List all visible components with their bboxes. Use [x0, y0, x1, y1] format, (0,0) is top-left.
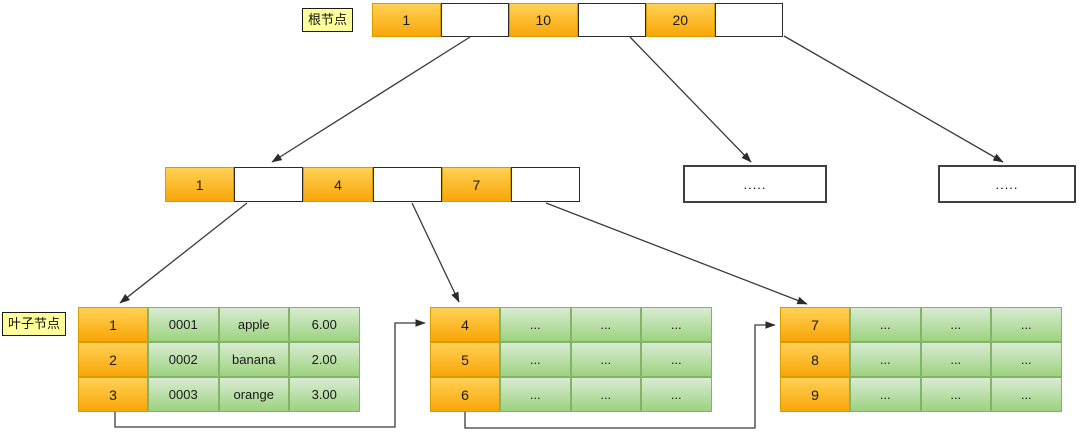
arrow-root-to-ellipsis-right: [783, 35, 1004, 163]
internal-key-cell: 1: [165, 167, 235, 202]
leaf-data-cell: ...: [850, 342, 921, 377]
leaf-key-cell: 8: [780, 342, 850, 377]
internal-pointer-cell: [510, 167, 581, 202]
leaf-data-cell: ...: [991, 342, 1062, 377]
leaf-data-cell: ...: [570, 342, 641, 377]
root-pointer-cell: [440, 3, 509, 37]
leaf-key-cell: 2: [78, 342, 148, 377]
ellipsis-node-right: .....: [938, 165, 1076, 203]
leaf-data-cell: 0003: [148, 377, 219, 412]
internal-pointer-cell: [234, 167, 304, 202]
arrow-root-to-internal-node: [271, 36, 471, 163]
arrow-root-to-ellipsis-left: [629, 36, 752, 163]
root-key-cell: 10: [509, 3, 578, 37]
leaf-data-cell: ...: [500, 377, 571, 412]
arrow-internal-to-leaf-table-3: [545, 202, 808, 305]
leaf-data-cell: banana: [218, 342, 289, 377]
leaf-table-3: 7 ... ... ... 8 ... ... ... 9 ... ... ..…: [780, 307, 1062, 412]
arrow-internal-to-leaf-table-1: [119, 202, 248, 304]
leaf-key-cell: 9: [780, 377, 850, 412]
root-pointer-cell: [714, 3, 783, 37]
leaf-data-cell: ...: [570, 307, 641, 342]
internal-pointer-cell: [372, 167, 442, 202]
root-pointer-cell: [577, 3, 646, 37]
leaf-key-cell: 5: [430, 342, 500, 377]
internal-key-cell: 7: [441, 167, 511, 202]
leaf-data-cell: ...: [641, 342, 712, 377]
root-node: 1 10 20: [372, 3, 783, 37]
leaf-node-label: 叶子节点: [2, 312, 67, 336]
leaf-data-cell: ...: [850, 307, 921, 342]
leaf-data-cell: ...: [500, 342, 571, 377]
leaf-key-cell: 1: [78, 307, 148, 342]
leaf-data-cell: ...: [920, 377, 991, 412]
leaf-data-cell: orange: [218, 377, 289, 412]
root-key-cell: 20: [646, 3, 715, 37]
internal-node: 1 4 7: [165, 167, 581, 202]
leaf-data-cell: 0001: [148, 307, 219, 342]
leaf-key-cell: 7: [780, 307, 850, 342]
leaf-key-cell: 4: [430, 307, 500, 342]
leaf-data-cell: apple: [218, 307, 289, 342]
leaf-key-cell: 3: [78, 377, 148, 412]
ellipsis-node-left: .....: [683, 165, 827, 203]
leaf-data-cell: ...: [991, 377, 1062, 412]
leaf-data-cell: ...: [641, 307, 712, 342]
leaf-data-cell: 6.00: [289, 307, 360, 342]
leaf-data-cell: ...: [850, 377, 921, 412]
leaf-data-cell: 0002: [148, 342, 219, 377]
leaf-data-cell: ...: [570, 377, 641, 412]
leaf-data-cell: ...: [500, 307, 571, 342]
leaf-data-cell: ...: [991, 307, 1062, 342]
arrow-internal-to-leaf-table-2: [411, 202, 460, 303]
leaf-data-cell: ...: [920, 342, 991, 377]
leaf-data-cell: ...: [920, 307, 991, 342]
leaf-table-1: 1 0001 apple 6.00 2 0002 banana 2.00 3 0…: [78, 307, 360, 412]
leaf-data-cell: ...: [641, 377, 712, 412]
internal-key-cell: 4: [303, 167, 373, 202]
root-key-cell: 1: [372, 3, 441, 37]
root-node-label: 根节点: [302, 8, 354, 32]
leaf-data-cell: 3.00: [289, 377, 360, 412]
leaf-key-cell: 6: [430, 377, 500, 412]
leaf-table-2: 4 ... ... ... 5 ... ... ... 6 ... ... ..…: [430, 307, 712, 412]
leaf-data-cell: 2.00: [289, 342, 360, 377]
